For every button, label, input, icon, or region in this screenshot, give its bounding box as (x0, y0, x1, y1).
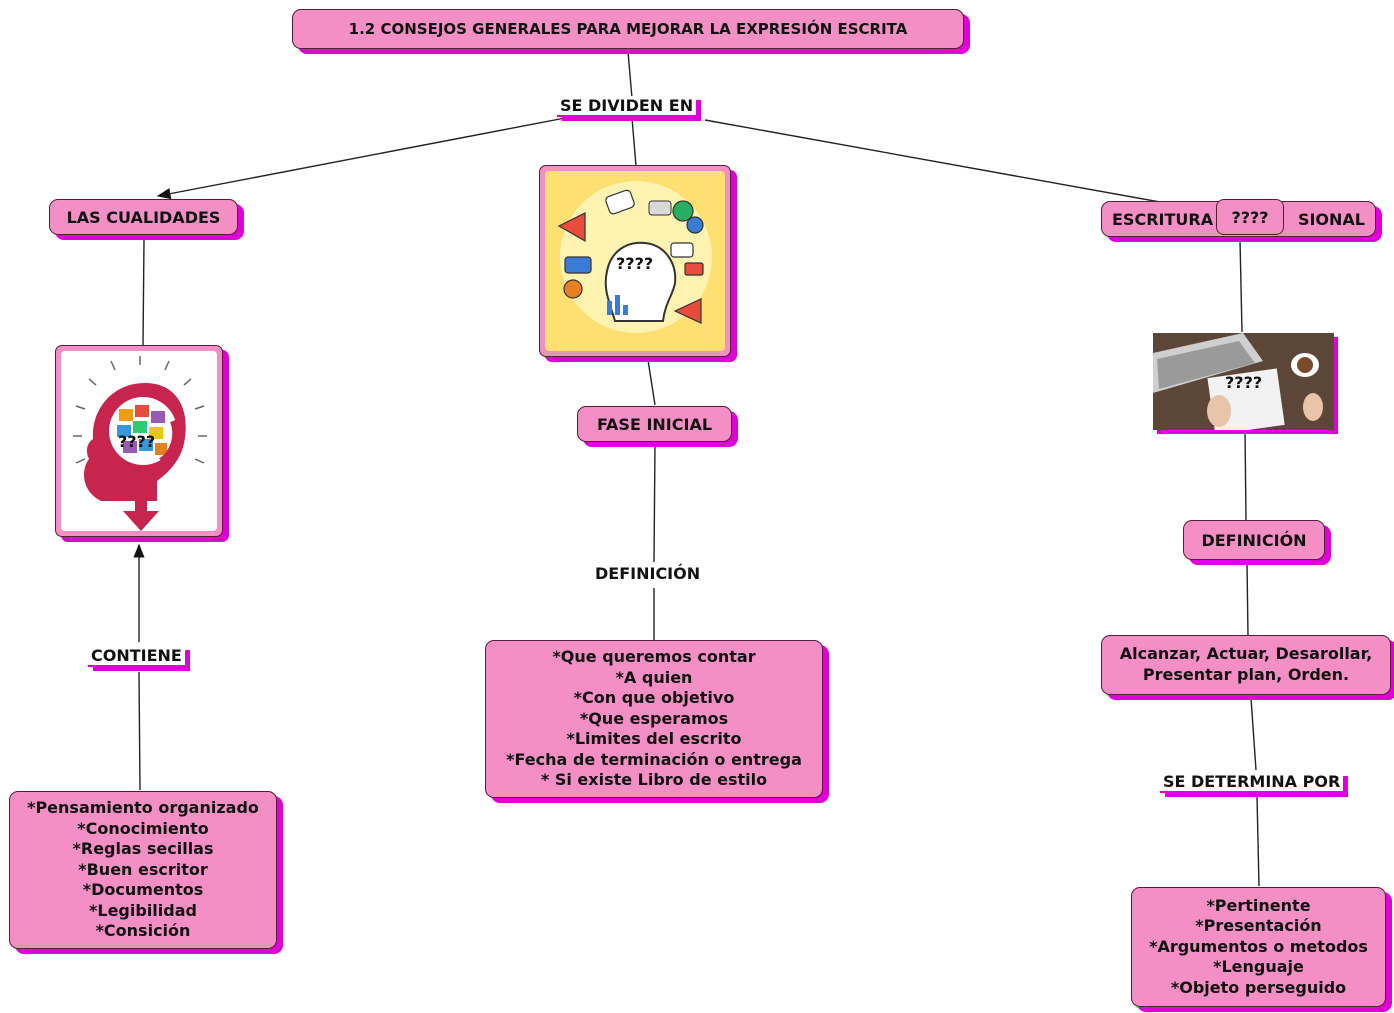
title-node[interactable]: 1.2 CONSEJOS GENERALES PARA MEJORAR LA E… (292, 9, 964, 49)
node-las-cualidades-label: LAS CUALIDADES (66, 207, 221, 227)
link-label-se-determina-por: SE DETERMINA POR (1160, 772, 1344, 793)
node-las-cualidades[interactable]: LAS CUALIDADES (49, 199, 238, 235)
list-item: Alcanzar, Actuar, Desarollar, (1119, 644, 1373, 664)
node-fase-inicial-list[interactable]: *Que queremos contar *A quien *Con que o… (485, 640, 823, 798)
desk-laptop-icon (1153, 333, 1334, 430)
list-item: *Documentos (82, 880, 204, 900)
center-image-placeholder: ???? (616, 254, 654, 273)
list-item: *Fecha de terminación o entrega (506, 749, 802, 769)
idea-head-icon (557, 181, 712, 333)
list-item: *A quien (615, 667, 693, 687)
list-item: * Si existe Libro de estilo (540, 770, 768, 790)
head-puzzle-icon (73, 356, 207, 531)
list-item: *Argumentos o metodos (1149, 936, 1368, 956)
node-determina-list[interactable]: *Pertinente *Presentación *Argumentos o … (1131, 887, 1386, 1007)
list-item: *Reglas secillas (72, 839, 214, 859)
node-escritura-left-label: ESCRITURA (1112, 209, 1214, 229)
list-item: *Con que objetivo (573, 688, 735, 708)
node-fase-inicial[interactable]: FASE INICIAL (577, 406, 732, 442)
cualidades-image-placeholder: ???? (118, 432, 156, 451)
node-definicion-right-label: DEFINICIÓN (1201, 530, 1307, 550)
link-label-se-dividen-en: SE DIVIDEN EN (557, 96, 697, 117)
list-item: *Buen escritor (78, 859, 208, 879)
list-item: *Limites del escrito (566, 729, 742, 749)
node-definicion-right[interactable]: DEFINICIÓN (1183, 520, 1325, 560)
link-label-definicion: DEFINICIÓN (592, 564, 704, 583)
node-fase-inicial-label: FASE INICIAL (596, 414, 713, 434)
list-item: *Lenguaje (1213, 957, 1304, 977)
laptop-photo-placeholder: ???? (1225, 373, 1263, 392)
list-item: *Pertinente (1206, 895, 1311, 915)
cualidades-image-node[interactable]: ???? (55, 345, 223, 537)
escritura-overlay-placeholder: ???? (1216, 199, 1284, 235)
list-item: Presentar plan, Orden. (1142, 665, 1350, 684)
link-label-contiene: CONTIENE (88, 646, 185, 667)
list-item: *Que queremos contar (552, 646, 756, 666)
center-image-node[interactable]: ???? (539, 165, 731, 357)
node-definicion-right-list[interactable]: Alcanzar, Actuar, Desarollar, Presentar … (1101, 635, 1391, 695)
list-item: *Consición (95, 921, 191, 941)
list-item: *Legibilidad (89, 900, 197, 920)
list-item: *Conocimiento (77, 818, 209, 838)
laptop-photo[interactable]: ???? (1153, 333, 1334, 430)
list-item: *Pensamiento organizado (27, 797, 259, 817)
node-escritura-right-label: SIONAL (1297, 209, 1365, 229)
list-item: *Que esperamos (579, 708, 729, 728)
list-item: *Presentación (1195, 916, 1322, 936)
title-text: 1.2 CONSEJOS GENERALES PARA MEJORAR LA E… (348, 20, 908, 38)
node-cualidades-list[interactable]: *Pensamiento organizado *Conocimiento *R… (9, 791, 277, 949)
list-item: *Objeto perseguido (1170, 977, 1347, 997)
